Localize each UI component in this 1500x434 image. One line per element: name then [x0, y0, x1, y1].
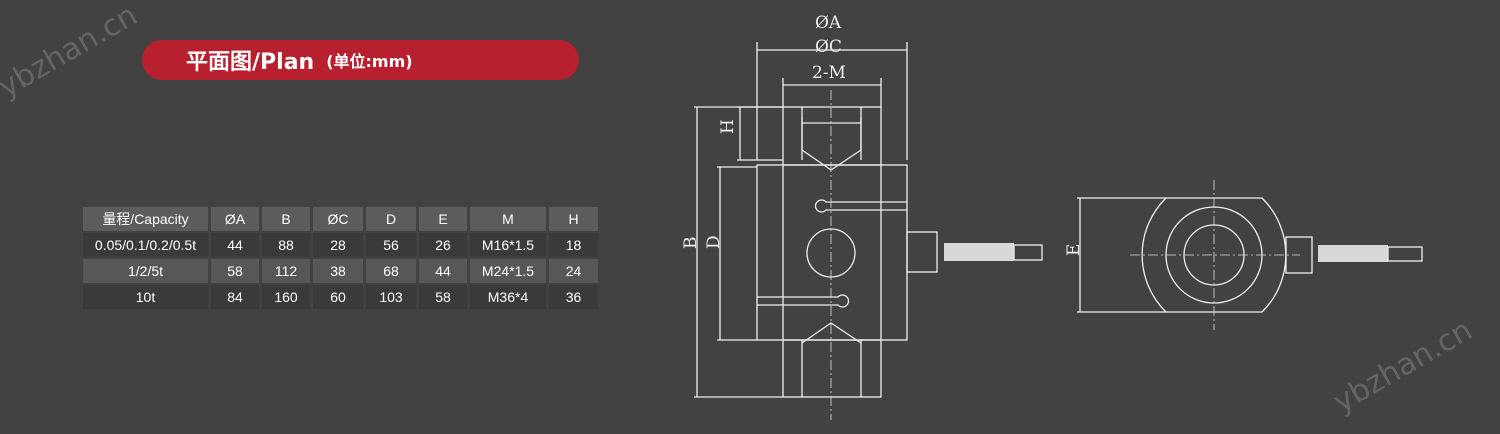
cell: 103 [366, 285, 416, 309]
connector-icon [906, 231, 938, 273]
dim-m-label: 2-M [812, 63, 846, 83]
cell: 38 [313, 259, 363, 283]
header-cell: M [470, 207, 546, 231]
dim-d-label: D [704, 235, 724, 249]
dim-a-label: ØA [815, 13, 842, 33]
cell: 18 [549, 233, 598, 257]
header-cell: 量程/Capacity [83, 207, 208, 231]
header-cell: E [419, 207, 467, 231]
cell: 112 [262, 259, 310, 283]
cell: 36 [549, 285, 598, 309]
dim-h-label: H [718, 119, 738, 134]
cell: 58 [211, 259, 259, 283]
cell: M24*1.5 [470, 259, 546, 283]
dim-b-label: B [681, 237, 701, 250]
cell: 24 [549, 259, 598, 283]
cell: M16*1.5 [470, 233, 546, 257]
cell: 10t [83, 285, 208, 309]
cell: 1/2/5t [83, 259, 208, 283]
connector-icon [1285, 236, 1313, 274]
side-view: ØA ØC 2-M H B D [681, 13, 1043, 420]
banner-title: 平面图/Plan [186, 50, 315, 75]
cell: 26 [419, 233, 467, 257]
cell: 84 [211, 285, 259, 309]
cell: 56 [366, 233, 416, 257]
cell: 44 [211, 233, 259, 257]
cell: M36*4 [470, 285, 546, 309]
header-cell: ØA [211, 207, 259, 231]
cell: 68 [366, 259, 416, 283]
cell: 58 [419, 285, 467, 309]
plan-banner: 平面图/Plan (单位:mm) [142, 40, 579, 80]
banner-unit: (单位:mm) [326, 52, 413, 71]
spec-table: 量程/Capacity ØA B ØC D E M H 0.05/0.1/0.2… [80, 205, 601, 311]
cell: 160 [262, 285, 310, 309]
top-view: E [1064, 180, 1423, 330]
header-cell: D [366, 207, 416, 231]
cell: 60 [313, 285, 363, 309]
table-header-row: 量程/Capacity ØA B ØC D E M H [83, 207, 598, 231]
dim-c-label: ØC [815, 37, 842, 57]
header-cell: ØC [313, 207, 363, 231]
cell: 88 [262, 233, 310, 257]
cell: 0.05/0.1/0.2/0.5t [83, 233, 208, 257]
cell: 28 [313, 233, 363, 257]
header-cell: B [262, 207, 310, 231]
cell: 44 [419, 259, 467, 283]
dim-e-label: E [1064, 244, 1084, 256]
header-cell: H [549, 207, 598, 231]
